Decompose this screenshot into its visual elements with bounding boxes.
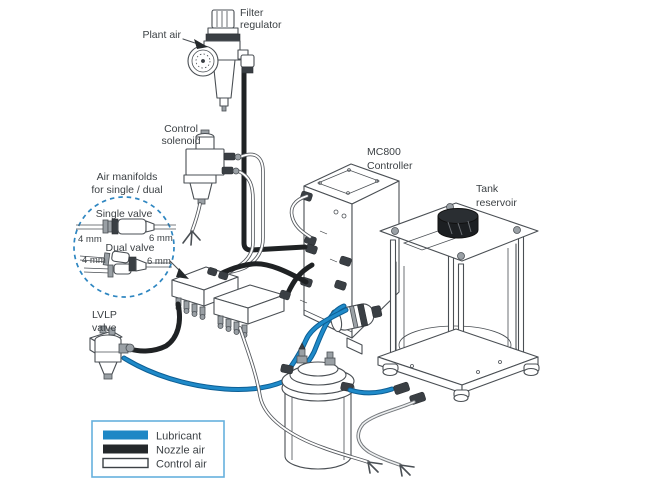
legend-swatch-nozzle-air [103,444,148,454]
canister [280,342,355,470]
legend-label-nozzle-air: Nozzle air [156,445,205,457]
control-air-tube-tank [356,400,416,477]
filter-regulator-label-1: Filter [240,7,264,19]
mc800-label-1: MC800 [367,146,401,158]
control-air-u-loop [289,194,312,239]
legend: Lubricant Nozzle air Control air [91,420,225,478]
dual-valve-label: Dual valve [105,242,154,254]
tank-filler-cap [437,208,479,239]
legend-label-lubricant: Lubricant [156,431,201,443]
control-solenoid-label-1: Control [164,123,198,135]
air-manifolds-callout [73,196,189,298]
lvlp-valve-label-1: LVLP [92,309,117,321]
air-manifolds-label-2: for single / dual [91,184,162,196]
air-manifolds-label-1: Air manifolds [97,171,158,183]
lubricant-tube-pump-canister [287,307,349,371]
legend-label-control-air: Control air [156,459,207,471]
tank-reservoir [377,202,540,403]
tank-outlet-fittings [393,381,426,405]
mc800-label-2: Controller [367,160,413,172]
filter-regulator-label-2: regulator [240,19,282,31]
lvlp-valve [89,325,135,380]
control-air-tube-long [238,326,383,474]
legend-swatch-lubricant [103,430,148,440]
single-valve-size-left: 4 mm [78,234,102,245]
controller-port-fittings [300,190,352,291]
air-manifold-dual [213,284,291,338]
lvlp-valve-label-2: valve [92,322,117,334]
nozzle-air-tube-manifold2 [285,262,315,296]
control-solenoid-label-2: solenoid [161,135,200,147]
legend-swatch-control-air [102,457,149,469]
manifold2-ports [217,315,248,338]
tank-label-1: Tank [476,183,499,195]
control-air-tube-solenoid-drop [182,202,202,246]
dual-valve-fitting [79,250,172,278]
dual-valve-size-left: 4 mm [82,255,106,266]
callout-arrow [169,260,189,279]
tank-feet [382,363,540,403]
lubricant-tube-canister-tank [347,386,395,396]
diagram-labels: Plant air Filter regulator Control solen… [78,7,517,334]
dual-valve-size-right: 6 mm [147,256,171,267]
tank-label-2: reservoir [476,197,517,209]
plant-air-label: Plant air [142,29,181,41]
nozzle-air-tube-lvlp [127,301,182,354]
filter-regulator [187,9,255,112]
single-valve-size-right: 6 mm [149,233,173,244]
pressure-gauge [187,45,219,77]
control-solenoid [182,129,242,246]
lubricant-tube-valve-pump [121,303,347,392]
plant-air-arrow [182,38,208,49]
single-valve-label: Single valve [96,208,153,220]
single-valve-fitting [76,218,176,235]
